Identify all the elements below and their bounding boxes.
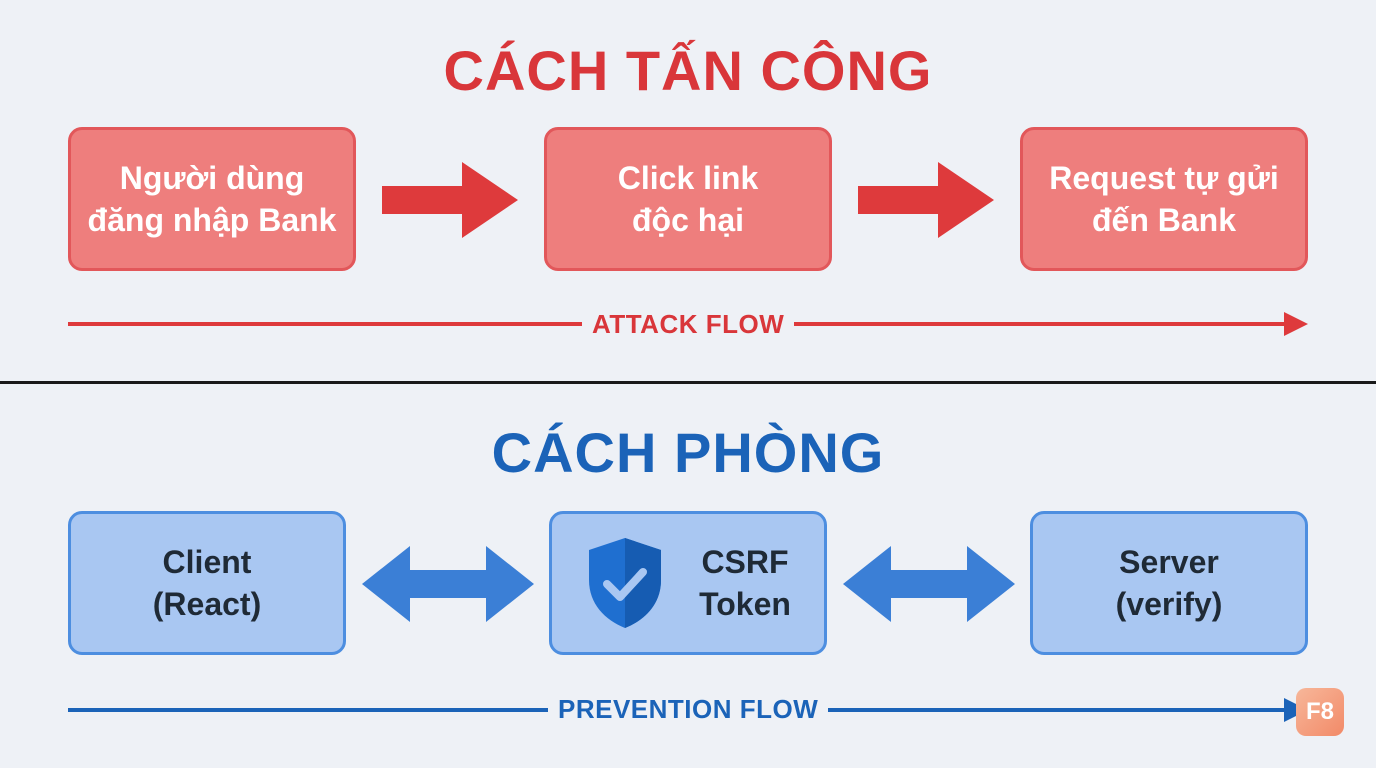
attack-arrow-right-2 xyxy=(858,162,994,238)
attack-step-label: Request tự gửi đến Bank xyxy=(1049,160,1279,238)
attack-section-title: CÁCH TẤN CÔNG xyxy=(443,39,933,102)
attack-step-request: Request tự gửi đến Bank xyxy=(1020,127,1308,271)
prevention-step-label: Client (React) xyxy=(152,544,262,622)
prevention-flow-label: PREVENTION FLOW xyxy=(548,694,829,725)
prevention-step-label: Server (verify) xyxy=(1115,544,1223,622)
section-divider xyxy=(0,381,1376,384)
shield-check-icon xyxy=(589,538,662,628)
prevention-arrow-bidirectional-1 xyxy=(362,546,534,622)
f8-logo: F8 xyxy=(1296,688,1344,736)
prevention-step-csrf-token: CSRF Token xyxy=(549,511,827,655)
attack-step-click-link: Click link độc hại xyxy=(544,127,832,271)
attack-step-label: Người dùng đăng nhập Bank xyxy=(87,160,337,238)
prevention-step-label: CSRF Token xyxy=(699,544,791,622)
attack-step-label: Click link độc hại xyxy=(617,160,759,238)
prevention-step-client: Client (React) xyxy=(68,511,346,655)
prevention-arrow-bidirectional-2 xyxy=(843,546,1015,622)
attack-arrow-right-1 xyxy=(382,162,518,238)
attack-step-login: Người dùng đăng nhập Bank xyxy=(68,127,356,271)
prevention-section-title: CÁCH PHÒNG xyxy=(491,421,885,484)
prevention-step-server: Server (verify) xyxy=(1030,511,1308,655)
attack-flow-label: ATTACK FLOW xyxy=(582,309,795,340)
